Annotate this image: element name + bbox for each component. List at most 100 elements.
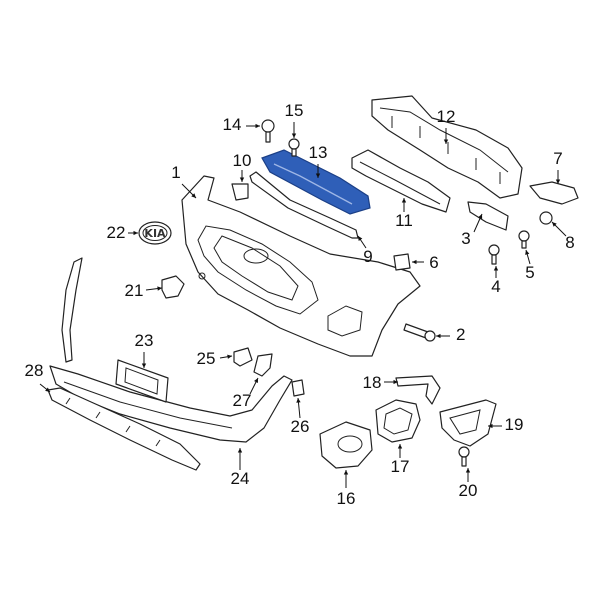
arrowhead-22 xyxy=(133,230,138,236)
callout-label-21: 21 xyxy=(125,281,144,300)
part-20-bolt xyxy=(458,446,470,467)
arrowhead-14 xyxy=(255,123,260,129)
callout-label-22: 22 xyxy=(107,223,126,242)
arrowhead-27 xyxy=(254,378,258,383)
emblem-text: KIA xyxy=(144,227,166,240)
part-9-upper-strip xyxy=(249,171,359,239)
arrowhead-12 xyxy=(443,139,449,144)
callout-14: 14 xyxy=(223,115,260,134)
arrowhead-25 xyxy=(227,354,232,359)
arrowhead-6 xyxy=(412,259,417,265)
callout-25: 25 xyxy=(197,349,233,368)
arrowhead-5 xyxy=(525,250,530,255)
arrowhead-17 xyxy=(397,444,403,449)
callout-label-9: 9 xyxy=(363,247,372,266)
callout-label-11: 11 xyxy=(395,211,413,230)
part-lower-side-strip xyxy=(61,257,83,363)
callout-label-3: 3 xyxy=(461,229,470,248)
callout-13: 13 xyxy=(309,143,328,178)
callout-label-10: 10 xyxy=(233,151,252,170)
callout-label-20: 20 xyxy=(459,481,478,500)
callout-28: 28 xyxy=(25,361,51,393)
callout-label-28: 28 xyxy=(25,361,44,380)
callout-label-17: 17 xyxy=(391,457,410,476)
arrowhead-15 xyxy=(291,133,297,138)
callout-label-23: 23 xyxy=(135,331,154,350)
part-1-bumper-cover xyxy=(181,175,421,357)
arrowhead-7 xyxy=(555,179,561,184)
part-14-bolt xyxy=(261,119,275,143)
callout-label-25: 25 xyxy=(197,349,216,368)
callout-label-27: 27 xyxy=(233,391,252,410)
callout-label-8: 8 xyxy=(565,233,574,252)
arrowhead-4 xyxy=(493,266,499,271)
callout-label-26: 26 xyxy=(291,417,310,436)
arrowhead-21 xyxy=(157,286,162,291)
callout-9: 9 xyxy=(357,235,373,266)
part-8-nut xyxy=(539,211,553,225)
part-12-energy-absorber xyxy=(371,95,523,199)
arrowhead-8 xyxy=(552,222,557,227)
part-5-bolt xyxy=(518,230,530,249)
part-26-clip xyxy=(291,379,305,397)
callout-20: 20 xyxy=(459,468,478,500)
callout-27: 27 xyxy=(233,377,259,410)
callout-6: 6 xyxy=(412,253,439,272)
callout-label-14: 14 xyxy=(223,115,242,134)
callout-18: 18 xyxy=(363,373,398,392)
arrowhead-3 xyxy=(478,214,483,219)
callout-24: 24 xyxy=(231,448,250,488)
part-21-clip xyxy=(161,275,185,299)
callout-label-5: 5 xyxy=(525,263,534,282)
part-16-fog-lamp-cover xyxy=(319,421,373,469)
arrowhead-24 xyxy=(237,448,243,453)
part-7-side-bracket xyxy=(529,181,579,205)
callout-5: 5 xyxy=(525,249,535,282)
callout-26: 26 xyxy=(291,397,310,436)
callout-label-1: 1 xyxy=(171,163,180,182)
callout-17: 17 xyxy=(391,444,410,476)
part-4-bolt xyxy=(488,244,500,265)
callout-3: 3 xyxy=(461,213,483,248)
arrowhead-9 xyxy=(358,236,363,241)
callout-label-19: 19 xyxy=(505,415,524,434)
callout-21: 21 xyxy=(125,281,163,300)
part-27-bracket xyxy=(253,353,273,377)
callout-22: 22 xyxy=(107,223,138,242)
callout-23: 23 xyxy=(135,331,154,368)
callout-label-7: 7 xyxy=(553,149,562,168)
arrowhead-18 xyxy=(393,379,398,385)
callout-4: 4 xyxy=(491,266,501,296)
callout-label-12: 12 xyxy=(437,107,456,126)
callout-12: 12 xyxy=(437,107,456,144)
arrowhead-19 xyxy=(488,423,493,429)
part-24-lower-lip xyxy=(49,365,293,443)
callout-1: 1 xyxy=(171,163,197,199)
part-25-clip xyxy=(233,347,253,367)
part-23-plate-bracket xyxy=(115,359,169,403)
part-13-bracket xyxy=(261,149,371,215)
arrowhead-13 xyxy=(315,173,321,178)
part-17-fog-lamp-housing xyxy=(375,399,421,443)
callout-label-16: 16 xyxy=(337,489,356,508)
part-10-bracket xyxy=(231,183,249,201)
callout-label-15: 15 xyxy=(285,101,304,120)
callout-11: 11 xyxy=(395,198,413,230)
part-11-absorber-lower xyxy=(351,149,451,213)
callout-label-18: 18 xyxy=(363,373,382,392)
callout-7: 7 xyxy=(553,149,563,184)
callout-label-2: 2 xyxy=(456,325,465,344)
arrowhead-26 xyxy=(296,398,301,403)
arrowhead-2 xyxy=(436,333,441,339)
arrowhead-10 xyxy=(239,177,245,182)
callout-19: 19 xyxy=(488,415,523,434)
callout-label-13: 13 xyxy=(309,143,328,162)
callout-10: 10 xyxy=(233,151,252,182)
callout-16: 16 xyxy=(337,470,356,508)
callout-label-24: 24 xyxy=(231,469,250,488)
part-3-bracket xyxy=(467,201,509,231)
part-2-screw xyxy=(403,323,436,342)
callout-layer: 1234567891011121314151617181920212223242… xyxy=(25,101,575,508)
